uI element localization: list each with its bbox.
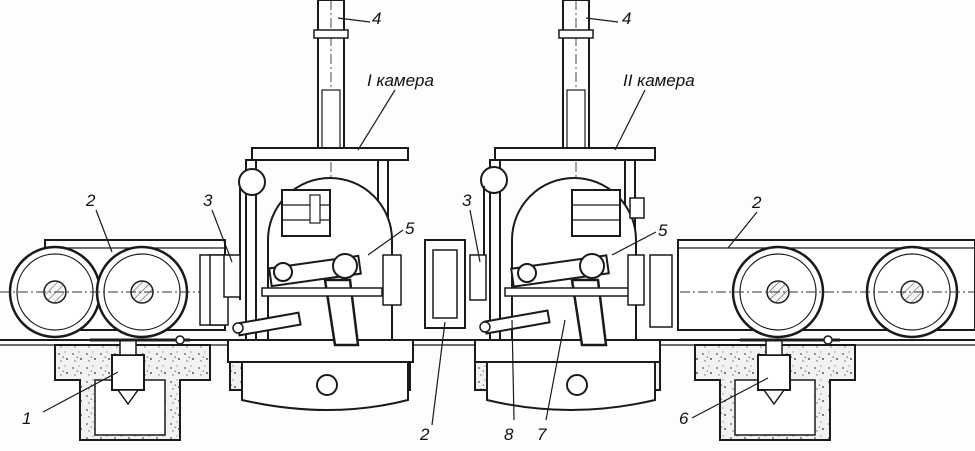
label-3-left: 3 (203, 191, 213, 210)
label-5-right: 5 (658, 221, 668, 240)
label-2-right: 2 (751, 193, 762, 212)
conveyor-right (677, 239, 975, 339)
chamber-1 (209, 0, 414, 411)
label-chamber-1: I камера (367, 71, 434, 90)
label-7: 7 (537, 425, 547, 444)
conveyor-middle (424, 239, 466, 329)
label-5-left: 5 (405, 219, 415, 238)
label-8: 8 (504, 425, 514, 444)
label-6: 6 (679, 409, 689, 428)
label-chamber-2: II камера (623, 71, 695, 90)
label-1: 1 (22, 409, 31, 428)
part-labels: 1 2 2 2 3 3 4 4 5 5 6 7 8 I камера II ка… (22, 9, 762, 444)
chamber-2 (469, 0, 673, 411)
label-4-left: 4 (372, 9, 381, 28)
lift-cylinder-right (740, 335, 840, 406)
label-2-middle: 2 (419, 425, 430, 444)
roll-left-2 (95, 245, 189, 339)
label-3-right: 3 (462, 191, 472, 210)
foundation-pits (54, 344, 856, 441)
leader-lines (42, 17, 769, 426)
conveyor-left (0, 239, 226, 339)
label-2-left: 2 (85, 191, 96, 210)
label-4-right: 4 (622, 9, 631, 28)
